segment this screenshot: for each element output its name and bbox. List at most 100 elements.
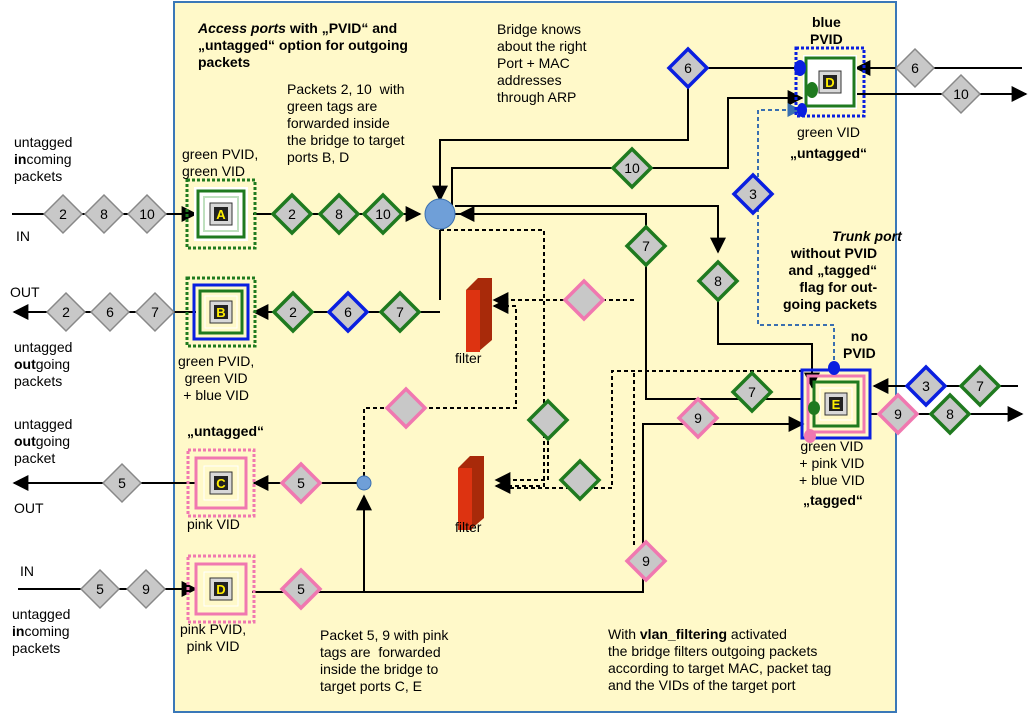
packet-diamond: [326, 290, 370, 334]
packet-marker-green: [558, 458, 602, 502]
packet-diamond: [45, 291, 87, 333]
packet-diamond: [731, 172, 775, 216]
packet-diamond: [89, 291, 131, 333]
out-label-top: OUT: [10, 284, 40, 300]
vlan-filtering-note-2: the bridge filters outgoing packets acco…: [608, 643, 832, 693]
port-e-green-marker: [808, 401, 820, 415]
packet-diamond: [384, 386, 428, 430]
port-ring: [203, 196, 239, 232]
packet-diamond: [940, 73, 982, 115]
untagged-incoming-top-2: incoming: [14, 151, 72, 168]
packet-label: 2: [289, 304, 297, 320]
filter-bottom: [458, 456, 484, 530]
out-bold-c: out: [14, 433, 36, 449]
packet-label: 10: [624, 160, 640, 176]
packet-7-gray: 7: [134, 291, 176, 333]
port-c-label: pink VID: [187, 516, 240, 532]
port-d-top: D: [794, 46, 866, 118]
port-e-tagged-label: „tagged“: [803, 492, 863, 508]
untagged-incoming-top-3: packets: [14, 168, 63, 184]
access-title-3: packets: [198, 54, 251, 70]
in-label-bottom: IN: [20, 563, 34, 579]
packet-label: 10: [953, 86, 969, 102]
coming-text: coming: [26, 151, 72, 167]
blue-dashed-line: [757, 103, 835, 360]
coming-text-bottom: coming: [24, 623, 70, 639]
filter-label-top: filter: [455, 350, 482, 366]
packet-8-green: 8: [696, 259, 740, 303]
packet-label: 7: [976, 378, 984, 394]
port-ring: [186, 554, 256, 624]
packet-label: 9: [894, 406, 902, 422]
port-socket: [829, 397, 843, 411]
port-ring: [804, 56, 856, 108]
packet-label: 3: [749, 186, 757, 202]
port-b: B: [185, 276, 257, 348]
packet-marker-pink: [384, 386, 428, 430]
packet-5-gray: 5: [101, 462, 143, 504]
vlan-activated: activated: [727, 626, 787, 642]
port-c: C: [186, 448, 256, 518]
packet-label: 7: [151, 304, 159, 320]
packet-diamond: [361, 192, 405, 236]
port-letter: B: [216, 305, 225, 320]
packet-10-green: 10: [361, 192, 405, 236]
port-d-blue-marker-2: [797, 103, 807, 117]
packet-diamond: [271, 290, 315, 334]
packet-label: 7: [396, 304, 404, 320]
filter-label-bottom: filter: [455, 519, 482, 535]
port-ring: [806, 374, 866, 434]
port-ring: [192, 283, 250, 341]
port-ring: [185, 178, 257, 250]
vlan-filtering-term: vlan_filtering: [639, 626, 728, 642]
packet-label: 9: [642, 553, 650, 569]
port-ring: [194, 562, 248, 616]
untagged-outgoing-c-2: outgoing: [14, 433, 70, 450]
packet-diamond: [101, 462, 143, 504]
packet-diamond: [624, 224, 668, 268]
packet-diamond: [317, 192, 361, 236]
packet-label: 6: [684, 60, 692, 76]
port-socket: [214, 582, 228, 596]
packet-marker-pink: [562, 278, 606, 322]
packet-diamond: [279, 461, 323, 505]
packet-diamond: [134, 291, 176, 333]
hub-pink: [356, 475, 372, 491]
untagged-incoming-bottom-2: incoming: [12, 623, 70, 640]
packet-label: 6: [344, 304, 352, 320]
packet-3-blue: 3: [904, 364, 948, 408]
packet-7-green: 7: [958, 364, 1002, 408]
out-bold: out: [14, 356, 36, 372]
access-title-2: „untagged“ option for outgoing: [198, 37, 408, 53]
packet-9-pink: 9: [876, 392, 920, 436]
packet-diamond: [125, 568, 167, 610]
port-d-green-marker: [806, 82, 818, 98]
packet-label: 8: [714, 273, 722, 289]
hub-main: [424, 198, 456, 230]
packet-9-pink: 9: [676, 396, 720, 440]
packet-label: 5: [297, 581, 305, 597]
packet-label: 5: [96, 581, 104, 597]
port-ring: [185, 276, 257, 348]
port-socket: [214, 207, 228, 221]
port-socket: [214, 476, 228, 490]
packet-diamond: [378, 290, 422, 334]
bridge-knows-note: Bridge knows about the right Port + MAC …: [497, 21, 587, 105]
in-label-top: IN: [16, 228, 30, 244]
packet-diamond: [126, 193, 168, 235]
port-letter: C: [216, 476, 226, 491]
untagged-incoming-bottom-3: packets: [12, 640, 61, 656]
packet-diamond: [558, 458, 602, 502]
port-letter: D: [216, 582, 225, 597]
port-socket: [823, 75, 837, 89]
bridge-box: [173, 1, 897, 713]
port-ring: [203, 571, 239, 607]
no-pvid-label: no PVID: [843, 328, 876, 361]
port-letter: A: [216, 207, 226, 222]
packet-label: 8: [100, 206, 108, 222]
packet-2-green: 2: [271, 290, 315, 334]
trunk-port-title: Trunk port: [832, 228, 902, 244]
going-text-c: going: [35, 433, 71, 449]
access-title-1: Access ports with „PVID“ and: [198, 20, 397, 37]
